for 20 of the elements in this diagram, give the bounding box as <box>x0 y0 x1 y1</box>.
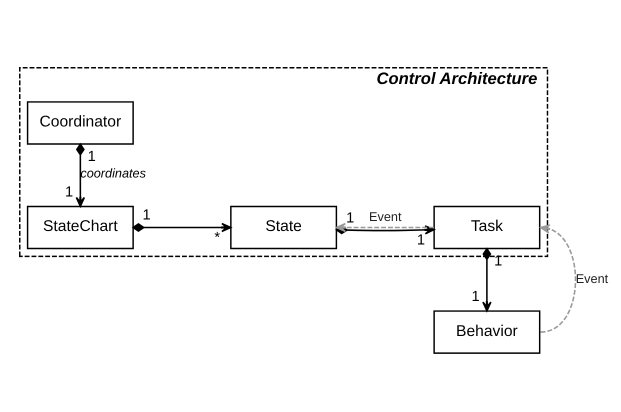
label: 1 <box>142 207 151 224</box>
edge-label: Event <box>369 210 402 224</box>
node-box: Task <box>433 205 540 249</box>
edge-label: coordinates <box>80 166 146 180</box>
arrow <box>336 222 434 232</box>
node-box: Behavior <box>433 310 540 354</box>
edge-label: Event <box>576 272 608 286</box>
arrow <box>76 142 86 207</box>
label: 1 <box>346 210 354 226</box>
node-box: State <box>230 205 338 249</box>
label: 1 <box>88 148 96 165</box>
arrow <box>482 246 492 312</box>
label: 1 <box>64 184 74 200</box>
arrow <box>132 222 232 232</box>
node-box: StateChart <box>26 205 134 249</box>
label: * <box>214 230 220 246</box>
arrow <box>540 224 576 332</box>
label: 1 <box>472 288 480 304</box>
label: 1 <box>416 232 426 248</box>
node-box: Coordinator <box>26 100 134 144</box>
